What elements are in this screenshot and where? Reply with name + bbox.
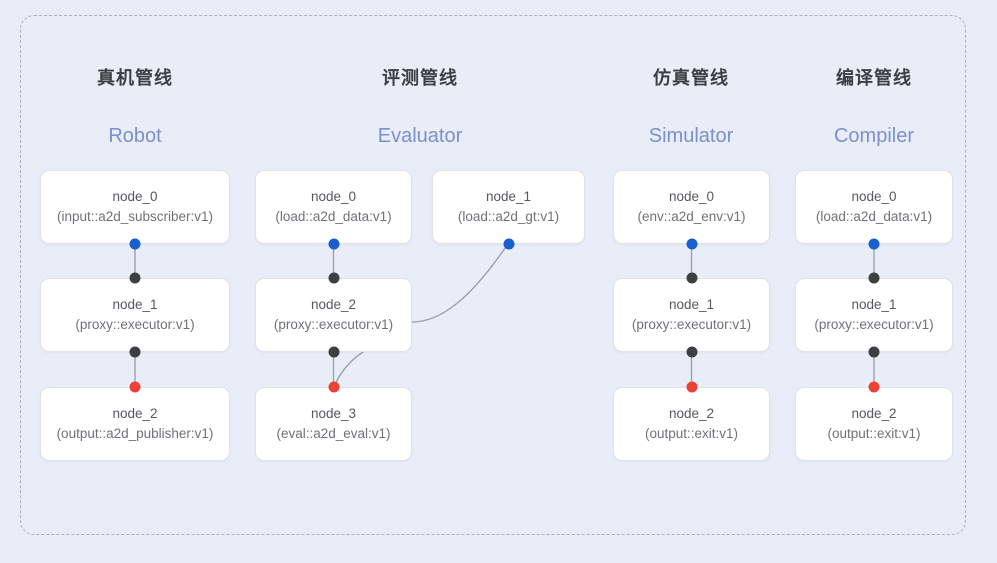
node-name: node_0 <box>851 188 897 204</box>
port-red-top-evaluator-node_3[interactable] <box>328 381 339 393</box>
node-spec: (output::exit:v1) <box>644 425 739 441</box>
port-blue-bottom-robot-node_0[interactable] <box>129 238 141 250</box>
port-red-top-robot-node_2[interactable] <box>129 381 141 393</box>
node-spec: (load::a2d_gt:v1) <box>457 208 560 224</box>
node-spec: (proxy::executor:v1) <box>814 316 934 332</box>
port-blue-bottom-evaluator-node_0[interactable] <box>328 238 339 250</box>
node-card-compiler-node_1[interactable]: node_1(proxy::executor:v1) <box>795 278 953 352</box>
port-blue-bottom-compiler-node_0[interactable] <box>868 238 880 250</box>
port-blue-bottom-simulator-node_0[interactable] <box>686 238 697 250</box>
node-spec: (load::a2d_data:v1) <box>815 208 933 224</box>
pipeline-title-evaluator: 评测管线 <box>382 68 458 88</box>
node-card-evaluator-node_0[interactable]: node_0(load::a2d_data:v1) <box>255 170 412 244</box>
node-card-simulator-node_0[interactable]: node_0(env::a2d_env:v1) <box>613 170 770 244</box>
node-spec: (input::a2d_subscriber:v1) <box>56 208 214 224</box>
node-name: node_2 <box>851 405 897 421</box>
port-black-bottom-robot-node_1[interactable] <box>129 346 141 358</box>
pipeline-subtitle-compiler: Compiler <box>833 125 915 147</box>
node-name: node_1 <box>851 296 897 312</box>
node-card-robot-node_0[interactable]: node_0(input::a2d_subscriber:v1) <box>40 170 230 244</box>
node-spec: (output::exit:v1) <box>827 425 921 441</box>
node-name: node_1 <box>668 296 715 312</box>
node-card-evaluator-node_3[interactable]: node_3(eval::a2d_eval:v1) <box>255 387 412 461</box>
port-black-top-compiler-node_1[interactable] <box>868 272 880 284</box>
pipeline-subtitle-robot: Robot <box>108 125 162 147</box>
pipeline-group-frame <box>20 15 966 535</box>
node-spec: (env::a2d_env:v1) <box>637 208 746 224</box>
port-red-top-compiler-node_2[interactable] <box>868 381 880 393</box>
port-red-top-simulator-node_2[interactable] <box>686 381 697 393</box>
node-name: node_3 <box>310 405 357 421</box>
node-spec: (proxy::executor:v1) <box>75 316 195 332</box>
port-black-bottom-evaluator-node_2[interactable] <box>328 346 339 358</box>
node-name: node_2 <box>310 296 357 312</box>
port-black-top-simulator-node_1[interactable] <box>686 272 697 284</box>
node-name: node_0 <box>112 188 158 204</box>
node-card-evaluator-node_1[interactable]: node_1(load::a2d_gt:v1) <box>432 170 585 244</box>
node-spec: (output::a2d_publisher:v1) <box>56 425 214 441</box>
node-card-robot-node_1[interactable]: node_1(proxy::executor:v1) <box>40 278 230 352</box>
node-card-evaluator-node_2[interactable]: node_2(proxy::executor:v1) <box>255 278 412 352</box>
node-card-robot-node_2[interactable]: node_2(output::a2d_publisher:v1) <box>40 387 230 461</box>
node-spec: (load::a2d_data:v1) <box>275 208 392 224</box>
pipeline-subtitle-simulator: Simulator <box>648 125 734 147</box>
pipeline-title-simulator: 仿真管线 <box>653 68 729 88</box>
node-spec: (eval::a2d_eval:v1) <box>276 425 391 441</box>
port-black-bottom-simulator-node_1[interactable] <box>686 346 697 358</box>
port-black-top-evaluator-node_2[interactable] <box>328 272 339 284</box>
node-name: node_0 <box>310 188 357 204</box>
port-blue-bottom-evaluator-node_1[interactable] <box>503 238 514 250</box>
pipeline-title-robot: 真机管线 <box>97 68 173 88</box>
pipeline-title-compiler: 编译管线 <box>836 68 912 88</box>
node-card-simulator-node_1[interactable]: node_1(proxy::executor:v1) <box>613 278 770 352</box>
node-card-compiler-node_2[interactable]: node_2(output::exit:v1) <box>795 387 953 461</box>
node-spec: (proxy::executor:v1) <box>631 316 752 332</box>
node-card-compiler-node_0[interactable]: node_0(load::a2d_data:v1) <box>795 170 953 244</box>
port-black-bottom-compiler-node_1[interactable] <box>868 346 880 358</box>
node-name: node_0 <box>668 188 715 204</box>
port-black-top-robot-node_1[interactable] <box>129 272 141 284</box>
node-name: node_2 <box>668 405 715 421</box>
node-name: node_1 <box>485 188 532 204</box>
node-card-simulator-node_2[interactable]: node_2(output::exit:v1) <box>613 387 770 461</box>
node-name: node_2 <box>112 405 158 421</box>
node-spec: (proxy::executor:v1) <box>273 316 394 332</box>
node-name: node_1 <box>112 296 158 312</box>
pipeline-subtitle-evaluator: Evaluator <box>377 125 463 147</box>
